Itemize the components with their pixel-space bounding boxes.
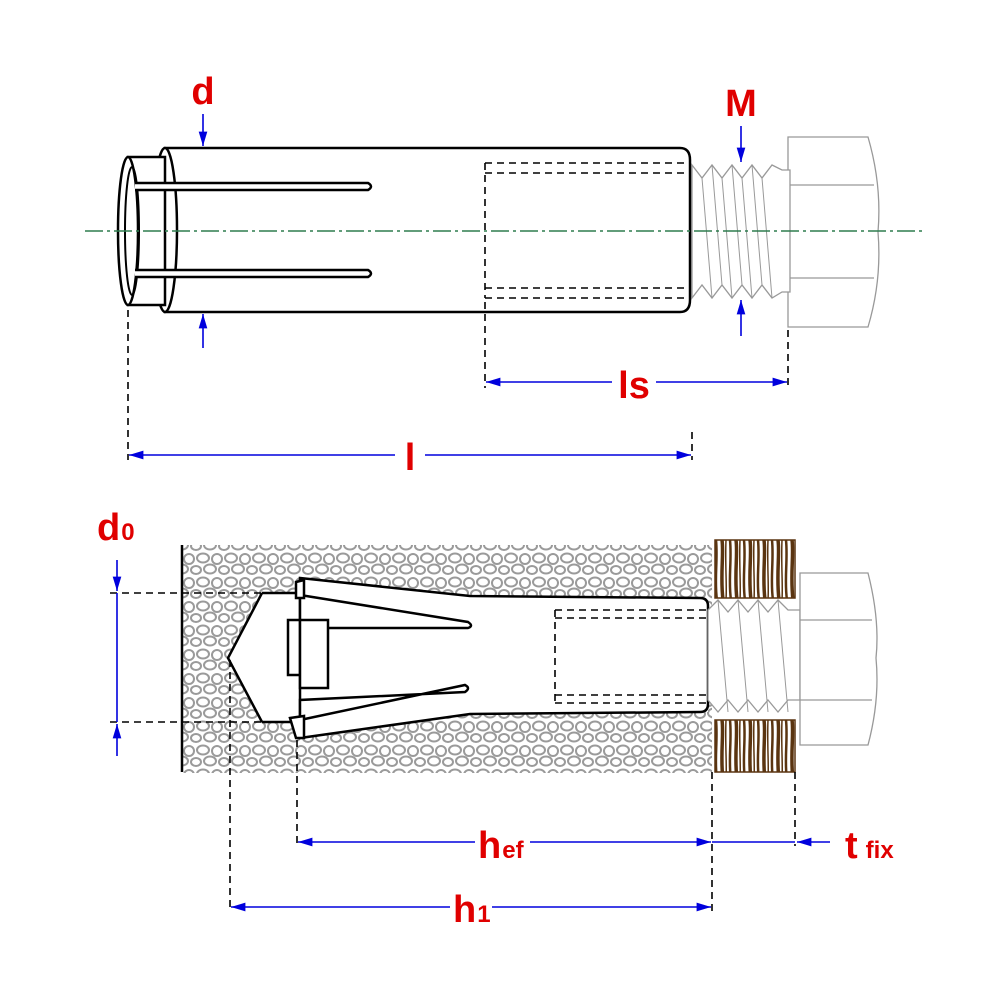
label-hef: hef (478, 825, 525, 867)
threaded-bolt-top (691, 163, 791, 300)
expansion-slots (135, 181, 373, 279)
threaded-bolt-bottom (707, 598, 801, 714)
label-l: l (405, 437, 416, 479)
anchor-side-view: d M ls l (85, 71, 922, 479)
fixture-wood (714, 539, 796, 773)
label-ls: ls (618, 365, 650, 407)
internal-thread-hidden-lines (484, 162, 688, 299)
expanded-anchor-body (286, 576, 710, 740)
label-d: d (191, 71, 214, 113)
label-M: M (725, 83, 757, 125)
label-d0: d0 (97, 507, 135, 549)
hex-nut-bottom (799, 572, 878, 746)
hex-nut-top (787, 136, 880, 328)
label-h1: h1 (453, 889, 491, 931)
